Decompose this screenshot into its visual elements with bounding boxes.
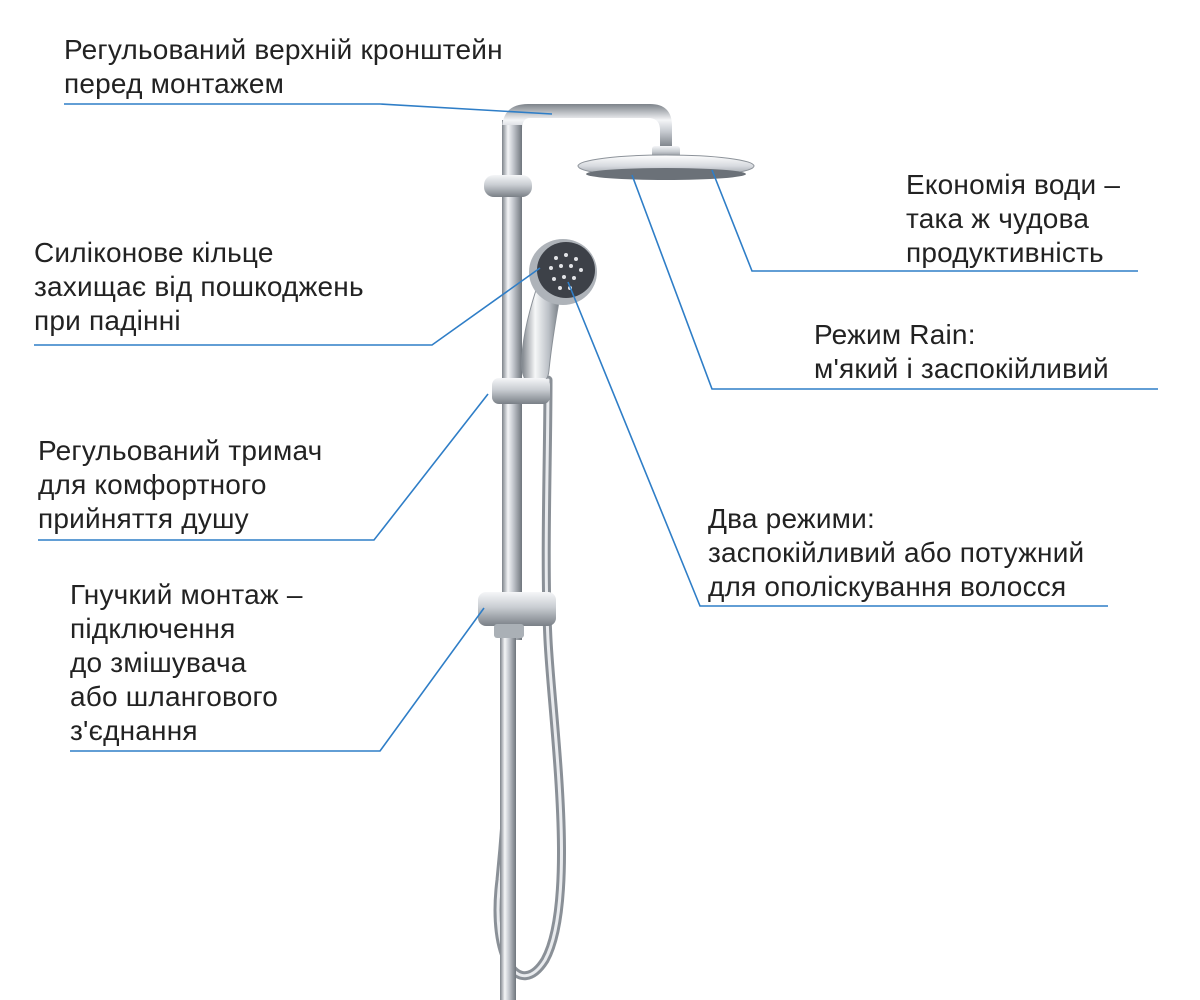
callout-water-saving: Економія води – така ж чудова продуктивн… — [906, 168, 1120, 270]
leader-flexible-mount — [70, 607, 485, 752]
callout-two-modes-line: заспокійливий або потужний — [708, 537, 1085, 568]
callout-flexible-mount-line: підключення — [70, 613, 236, 644]
leader-silicone-ring — [34, 267, 541, 346]
callout-two-modes: Два режими: заспокійливий або потужний д… — [708, 502, 1084, 604]
leader-water-saving — [711, 169, 1138, 272]
slider-knob — [484, 175, 532, 197]
callout-silicone-ring: Силіконове кільце захищає від пошкоджень… — [34, 236, 364, 338]
callout-rain-mode-line: Режим Rain: — [814, 319, 976, 350]
shower-system-illustration — [478, 104, 755, 1000]
callout-top-bracket-line: перед монтажем — [64, 68, 285, 99]
callout-flexible-mount-line: Гнучкий монтаж – — [70, 579, 303, 610]
hand-shower — [521, 239, 597, 385]
callout-flexible-mount-line: або шлангового — [70, 681, 279, 712]
adjustable-holder — [492, 378, 550, 404]
callout-water-saving-line: Економія води – — [906, 169, 1121, 200]
callout-holder-line: Регульований тримач — [38, 435, 323, 466]
leader-top-bracket — [64, 103, 553, 115]
outlet-pipe — [500, 630, 516, 1000]
callout-holder-line: прийняття душу — [38, 503, 249, 534]
top-bracket-arm — [502, 104, 672, 150]
callout-flexible-mount-line: до змішувача — [70, 647, 247, 678]
callout-flexible-mount: Гнучкий монтаж – підключення до змішувач… — [70, 578, 303, 748]
callout-flexible-mount-line: з'єднання — [70, 715, 198, 746]
callout-silicone-ring-line: при падінні — [34, 305, 181, 336]
leader-rain-mode — [631, 174, 1158, 390]
leader-lines — [34, 103, 1158, 752]
callout-holder-line: для комфортного — [38, 469, 267, 500]
diverter-block — [478, 592, 556, 626]
leader-two-modes — [567, 281, 1108, 607]
callout-rain-mode-line: м'який і заспокійливий — [814, 353, 1109, 384]
callout-two-modes-line: Два режими: — [708, 503, 875, 534]
leader-holder — [38, 393, 489, 541]
callout-silicone-ring-line: Силіконове кільце — [34, 237, 274, 268]
callout-silicone-ring-line: захищає від пошкоджень — [34, 271, 364, 302]
callout-holder: Регульований тримач для комфортного прий… — [38, 434, 322, 536]
callout-water-saving-line: така ж чудова — [906, 203, 1090, 234]
callout-top-bracket-line: Регульований верхній кронштейн — [64, 34, 503, 65]
callout-water-saving-line: продуктивність — [906, 237, 1104, 268]
callout-top-bracket: Регульований верхній кронштейн перед мон… — [64, 33, 503, 101]
callout-rain-mode: Режим Rain: м'який і заспокійливий — [814, 318, 1109, 386]
callout-two-modes-line: для ополіскування волосся — [708, 571, 1067, 602]
